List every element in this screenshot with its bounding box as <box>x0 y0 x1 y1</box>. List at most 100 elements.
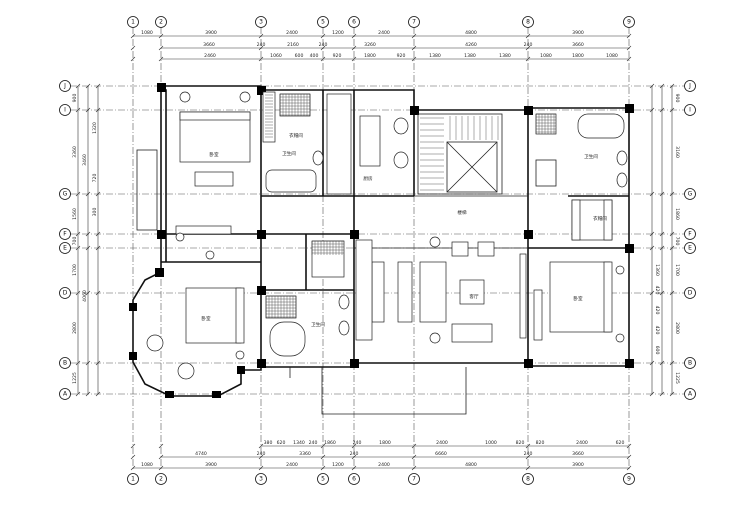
dim-right2-4: 600 <box>654 346 660 355</box>
dim-bot1-10: 820 <box>536 440 545 446</box>
dim-top3-12: 1080 <box>606 53 618 59</box>
label-bath-1: 卫生间 <box>282 150 296 157</box>
axis-bubble-I: I <box>59 104 71 116</box>
dim-top2-0: 3660 <box>203 42 215 48</box>
dim-top2-7: 3660 <box>572 42 584 48</box>
axis-label: D <box>688 290 693 297</box>
dim-bot1-11: 2400 <box>576 440 588 446</box>
axis-bubble-G: G <box>684 188 696 200</box>
axis-label: 8 <box>526 19 530 26</box>
axis-label: G <box>688 191 693 198</box>
room-labels: 卧室 卫生间 衣帽间 厨房 楼梯 卫生间 衣帽间 卧室 卫生间 客厅 卧室 <box>201 132 607 328</box>
axis-bubble-D: D <box>59 287 71 299</box>
dim-right1-4: 1700 <box>674 264 680 276</box>
dim-bot2-3: 240 <box>350 451 359 457</box>
dim-top3-5: 1800 <box>364 53 376 59</box>
axis-bubble-2: 2 <box>155 473 167 485</box>
dim-left2-3: 300 <box>92 208 98 217</box>
dim-right1-0: 900 <box>674 94 680 103</box>
dim-bot1-4: 1860 <box>324 440 336 446</box>
dim-top2-4: 3260 <box>364 42 376 48</box>
axis-label: 7 <box>412 476 416 483</box>
dim-left2-4: 4060 <box>82 290 88 302</box>
dim-bot1-9: 820 <box>516 440 525 446</box>
axis-bubble-5: 5 <box>317 473 329 485</box>
axis-label: 2 <box>159 19 163 26</box>
label-bath-2: 卫生间 <box>584 153 598 160</box>
dim-bot1-2: 1340 <box>293 440 305 446</box>
dim-right2-0: 1360 <box>654 264 660 276</box>
label-bed-4: 卧室 <box>573 295 583 302</box>
staircase <box>417 113 503 195</box>
dim-right2-1: 420 <box>654 286 660 295</box>
axis-label: F <box>688 231 692 238</box>
label-kitchen: 厨房 <box>363 175 373 182</box>
axis-bubble-9: 9 <box>623 473 635 485</box>
dim-top3-2: 600 <box>295 53 304 59</box>
structural-columns <box>129 83 634 398</box>
axis-label: 5 <box>321 476 325 483</box>
axis-label: I <box>64 107 66 114</box>
dim-top1-2: 2400 <box>286 30 298 36</box>
bed-4 <box>549 261 611 333</box>
dim-bot2-0: 4740 <box>195 451 207 457</box>
axis-bubble-I: I <box>684 104 696 116</box>
chair <box>146 334 164 352</box>
axis-label: 3 <box>259 19 263 26</box>
label-bed-3: 卧室 <box>201 315 211 322</box>
dim-top3-11: 1800 <box>572 53 584 59</box>
dim-right2-3: 420 <box>654 326 660 335</box>
dim-left1-3: 700 <box>72 237 78 246</box>
axis-label: 1 <box>131 476 135 483</box>
axis-label: 2 <box>159 476 163 483</box>
axis-bubble-G: G <box>59 188 71 200</box>
dim-right1-1: 3160 <box>674 146 680 158</box>
dim-bot3-6: 3900 <box>572 462 584 468</box>
axis-bubble-6: 6 <box>348 473 360 485</box>
axis-bubble-3: 3 <box>255 16 267 28</box>
axis-bubble-J: J <box>59 80 71 92</box>
axis-label: 1 <box>131 19 135 26</box>
label-dressing-1: 衣帽间 <box>289 132 303 139</box>
dim-top3-6: 920 <box>397 53 406 59</box>
axis-bubble-1: 1 <box>127 473 139 485</box>
lamp-icon <box>239 91 251 103</box>
axis-bubble-A: A <box>684 388 696 400</box>
axis-label: 3 <box>259 476 263 483</box>
axis-bubble-J: J <box>684 80 696 92</box>
dim-top2-3: 240 <box>319 42 328 48</box>
lamp-icon <box>179 91 191 103</box>
dim-top2-2: 2160 <box>287 42 299 48</box>
dim-left1-2: 1560 <box>72 208 78 220</box>
dim-left1-0: 900 <box>72 94 78 103</box>
axis-label: G <box>63 191 68 198</box>
dim-top3-10: 1080 <box>540 53 552 59</box>
axis-label: D <box>63 290 68 297</box>
chair <box>177 362 195 380</box>
axis-label: B <box>688 360 692 367</box>
dim-top3-7: 1380 <box>429 53 441 59</box>
dim-right1-5: 2800 <box>674 322 680 334</box>
bed-3 <box>185 287 242 344</box>
dim-top1-4: 2400 <box>378 30 390 36</box>
bathtub <box>269 321 306 357</box>
dim-top2-5: 4260 <box>465 42 477 48</box>
axis-bubble-7: 7 <box>408 16 420 28</box>
label-master-bed-1: 卧室 <box>209 151 219 158</box>
axis-bubble-B: B <box>684 357 696 369</box>
dim-bot1-3: 240 <box>309 440 318 446</box>
dim-right1-3: 700 <box>674 237 680 246</box>
dim-bot1-12: 620 <box>616 440 625 446</box>
dim-top3-3: 400 <box>310 53 319 59</box>
dim-left1-4: 1700 <box>72 264 78 276</box>
axis-label: A <box>688 391 693 398</box>
dim-bot1-5: 240 <box>353 440 362 446</box>
axis-label: 6 <box>352 19 356 26</box>
dim-left1-6: 1225 <box>72 372 78 384</box>
axis-bubble-8: 8 <box>522 473 534 485</box>
axis-label: J <box>688 83 691 90</box>
dim-left2-0: 3460 <box>82 154 88 166</box>
dimension-lines <box>75 33 675 471</box>
dim-top1-1: 3900 <box>205 30 217 36</box>
axis-bubble-1: 1 <box>127 16 139 28</box>
